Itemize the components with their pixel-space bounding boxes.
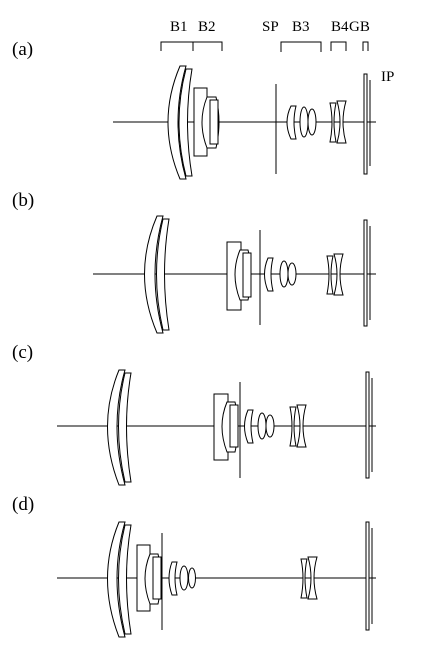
lens-b3-1 (244, 409, 254, 444)
bracket-b1 (160, 41, 194, 51)
label-b2: B2 (198, 19, 216, 35)
glass-block-d (365, 521, 370, 631)
panel-c: (c) (12, 342, 376, 486)
label-gb: GB (349, 19, 370, 35)
glass-block-a (363, 73, 368, 175)
lens-b3-2 (279, 260, 289, 288)
lens-b2-3 (209, 99, 219, 145)
lens-b3-2 (299, 106, 309, 138)
lens-b1-1 (144, 215, 164, 334)
lens-b1-1 (107, 521, 126, 638)
panel-b: (b) (12, 190, 376, 334)
group-labels: B1 B2 SP B3 B4 GB IP (160, 19, 394, 85)
label-sp: SP (262, 19, 279, 35)
panel-label-a: (a) (12, 39, 33, 60)
lens-b3-1 (264, 257, 274, 292)
bracket-gb (362, 41, 369, 51)
label-ip: IP (381, 69, 394, 85)
glass-block-c (365, 371, 370, 479)
panel-d: (d) (12, 494, 376, 638)
glass-block-b (363, 219, 368, 327)
lens-b4-1 (326, 255, 334, 295)
lens-b4-1 (300, 558, 308, 599)
bracket-b2 (192, 41, 223, 51)
lens-b4-2 (336, 100, 347, 144)
lens-b3-1 (286, 105, 297, 140)
lens-b1-1 (167, 65, 187, 180)
lens-b3-3 (307, 108, 317, 136)
lens-b4-2 (333, 253, 344, 296)
lens-b3-3 (287, 262, 297, 286)
label-b1: B1 (170, 19, 188, 35)
panel-label-d: (d) (12, 494, 34, 515)
lens-b4-1 (289, 406, 297, 447)
lens-b4-1 (329, 102, 337, 143)
lens-b3-2 (179, 565, 189, 591)
panel-a: (a) (12, 39, 376, 180)
lens-b2-3 (152, 556, 162, 600)
lens-b3-3 (188, 567, 196, 589)
lens-b3-1 (168, 561, 178, 596)
lens-b4-2 (307, 556, 318, 600)
lens-b1-2 (118, 372, 132, 483)
lens-b1-1 (107, 369, 126, 486)
lens-b2-3 (229, 404, 239, 448)
panel-label-b: (b) (12, 190, 34, 211)
lens-b3-2 (257, 412, 267, 440)
label-b4: B4 (331, 19, 349, 35)
lens-b1-2 (118, 524, 132, 635)
bracket-b3 (280, 41, 322, 52)
lens-b1-2 (178, 68, 193, 177)
bracket-b4 (330, 41, 347, 51)
label-b3: B3 (292, 19, 310, 35)
lens-b3-3 (265, 414, 275, 438)
panel-label-c: (c) (12, 342, 33, 363)
lens-b4-2 (296, 404, 307, 448)
lens-b1-2 (156, 218, 170, 331)
lens-b2-3 (242, 252, 252, 298)
